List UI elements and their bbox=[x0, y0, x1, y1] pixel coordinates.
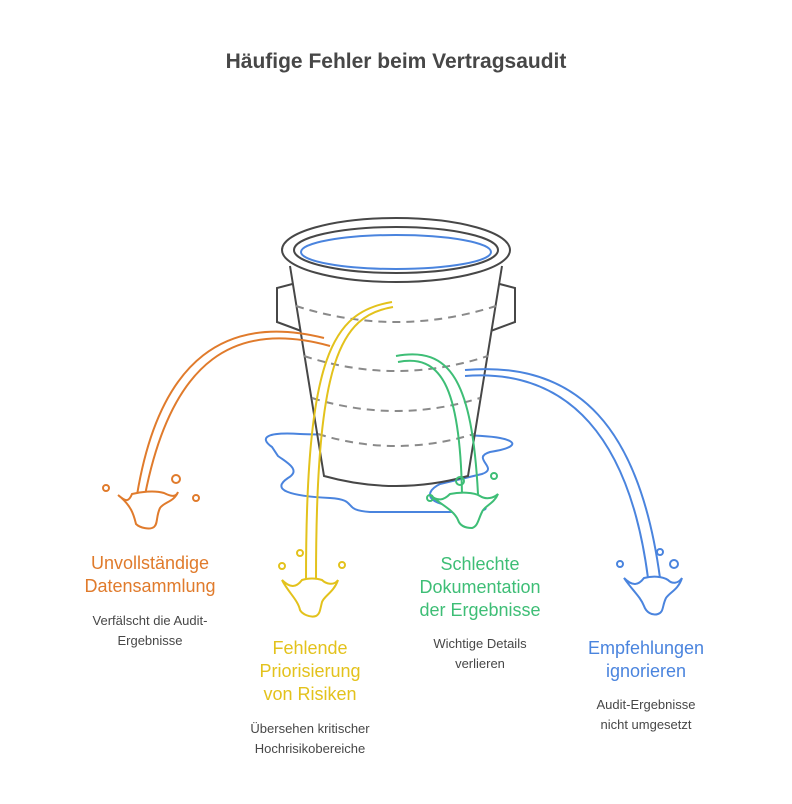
item-label-1: Unvollständige Datensammlung bbox=[84, 553, 216, 596]
bucket-handle-right bbox=[487, 281, 516, 333]
item-label-2: Fehlende Priorisierung von Risiken bbox=[259, 638, 361, 704]
item-description-1: Verfälscht die Audit- Ergebnisse bbox=[92, 613, 208, 648]
leak-stream-4 bbox=[464, 368, 683, 616]
page-title: Häufige Fehler beim Vertragsaudit bbox=[225, 50, 567, 73]
leak-stream-3 bbox=[395, 353, 499, 530]
bucket-body bbox=[289, 265, 503, 487]
item-label-3: Schlechte Dokumentation der Ergebnisse bbox=[419, 554, 541, 620]
bucket-dashed-bands bbox=[295, 305, 497, 447]
item-description-4: Audit-Ergebnisse nicht umgesetzt bbox=[596, 697, 696, 732]
leak-stream-1 bbox=[102, 330, 331, 530]
item-description-3: Wichtige Details verlieren bbox=[433, 636, 527, 671]
item-label-4: Empfehlungen ignorieren bbox=[587, 638, 705, 681]
leak-stream-2 bbox=[278, 301, 394, 618]
item-description-2: Übersehen kritischer Hochrisikobereiche bbox=[250, 721, 370, 756]
bucket-rim-inner bbox=[293, 226, 499, 274]
bucket-handle-left bbox=[276, 281, 305, 333]
bucket-water-surface bbox=[300, 234, 492, 270]
